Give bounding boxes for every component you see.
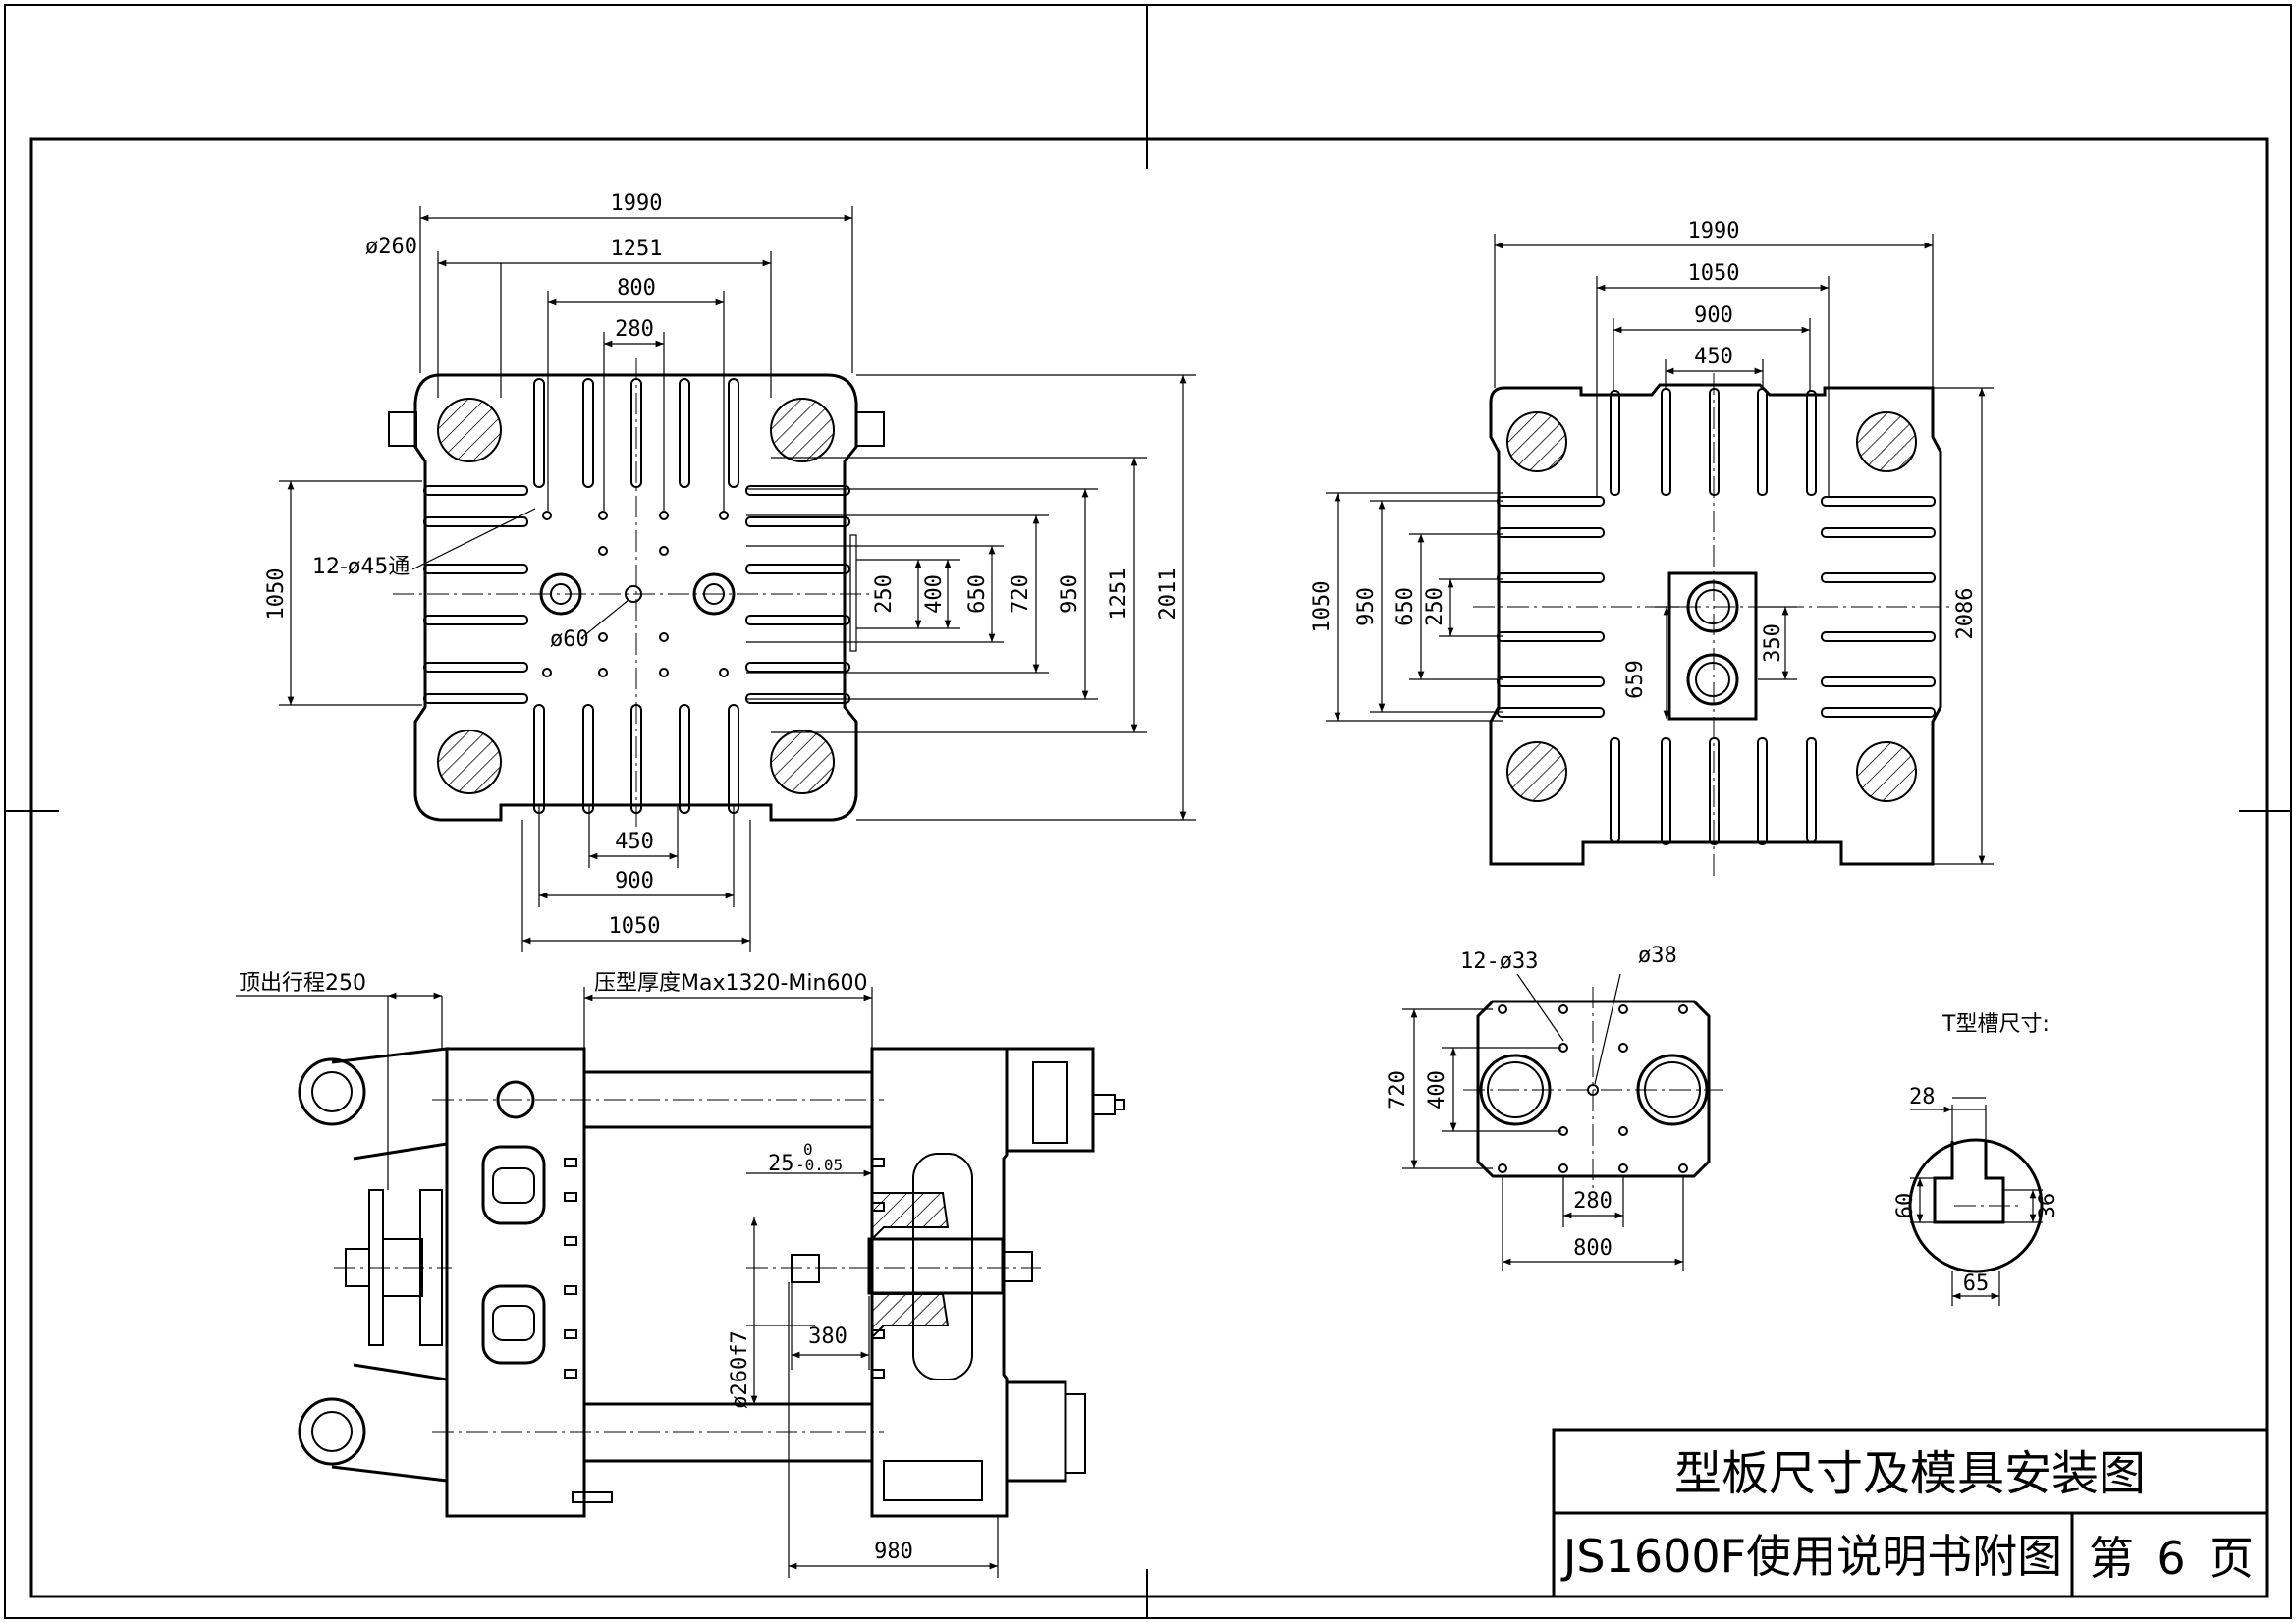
dim-fixed-v250: 250 (1423, 587, 1448, 626)
drawing-subtitle: JS1600F使用说明书附图 (1560, 1530, 2062, 1583)
moving-platen-outline (413, 373, 858, 822)
t-slot-detail: T型槽尺寸: 28 60 36 65 (1893, 1012, 2060, 1306)
title-block: 型板尺寸及模具安装图 JS1600F使用说明书附图 第 6 页 (1552, 1428, 2269, 1598)
dim-ejector-v400: 400 (1425, 1070, 1449, 1109)
dim-moving-800: 800 (617, 276, 656, 300)
moving-platen-view: 1990 ø260 1251 800 280 12-ø45通 ø60 1050 (264, 191, 1196, 952)
ejector-plate-outline (1476, 1000, 1711, 1178)
dim-moving-v650: 650 (965, 574, 990, 614)
side-fixed-platen (870, 1047, 1009, 1518)
dim-moving-v1251: 1251 (1107, 568, 1131, 621)
dim-fixed-v659: 659 (1623, 660, 1648, 699)
dim-moving-v2011: 2011 (1156, 568, 1180, 621)
dim-side-tol-upper: 0 (803, 1140, 813, 1159)
dim-moving-tiebar-dia: ø260 (365, 235, 417, 259)
dim-moving-v250: 250 (872, 574, 897, 614)
dim-ejector-h280: 280 (1573, 1189, 1613, 1214)
label-moving-center-hole: ø60 (550, 627, 589, 652)
page-number: 6 (2157, 1532, 2185, 1585)
dim-moving-v950: 950 (1058, 574, 1082, 614)
dim-fixed-v650: 650 (1394, 587, 1418, 626)
ejector-holes (542, 511, 729, 677)
dim-moving-h1050: 1050 (609, 914, 661, 939)
dim-moving-280: 280 (615, 317, 654, 342)
dim-tslot-28: 28 (1909, 1085, 1936, 1109)
dim-fixed-v950: 950 (1354, 587, 1379, 626)
dim-moving-v1050: 1050 (264, 568, 289, 621)
dim-side-380: 380 (808, 1325, 847, 1349)
dim-ejector-v720: 720 (1386, 1070, 1410, 1109)
label-mold-thickness: 压型厚度Max1320-Min600 (594, 971, 867, 996)
label-ejector-stroke: 顶出行程250 (239, 971, 366, 996)
dim-fixed-w450: 450 (1694, 345, 1733, 369)
dim-fixed-v1050: 1050 (1310, 581, 1335, 633)
side-view: 顶出行程250 压型厚度Max1320-Min600 25 0 -0.05 ø2… (236, 971, 1125, 1578)
label-ejector-holes: 12-ø33 (1460, 949, 1538, 974)
dim-fixed-v350: 350 (1761, 623, 1785, 663)
page-prefix: 第 (2089, 1532, 2134, 1585)
dim-moving-1251: 1251 (611, 237, 663, 261)
tie-bar-holes (437, 398, 835, 794)
dim-side-tol-lower: -0.05 (795, 1156, 843, 1174)
dim-moving-width-1990: 1990 (611, 191, 663, 216)
dim-tslot-36: 36 (2036, 1193, 2060, 1219)
fixed-platen-view: 1990 1050 900 450 1050 950 650 250 659 3… (1310, 219, 1994, 879)
fixed-tie-bar-holes (1506, 411, 1917, 802)
dim-fixed-w900: 900 (1694, 303, 1733, 328)
label-moving-holes: 12-ø45通 (312, 555, 410, 579)
side-moving-platen (445, 1047, 586, 1518)
t-slot-title: T型槽尺寸: (1941, 1012, 2050, 1037)
dim-ejector-h800: 800 (1573, 1236, 1613, 1261)
dim-tslot-60: 60 (1893, 1193, 1918, 1219)
dim-side-25: 25 (768, 1152, 794, 1176)
page-suffix: 页 (2209, 1532, 2254, 1585)
sheet-frame (4, 4, 2292, 1619)
dim-moving-v720: 720 (1009, 574, 1033, 614)
moving-platen-horizontal-slots (423, 485, 850, 704)
dim-moving-h450: 450 (615, 830, 654, 854)
label-ejector-center: ø38 (1638, 944, 1677, 968)
dim-side-980: 980 (874, 1540, 913, 1564)
ejector-plate-view: 12-ø33 ø38 720 400 280 800 (1386, 944, 1723, 1271)
dim-side-dia-260f7: ø260f7 (728, 1330, 752, 1408)
drawing-title: 型板尺寸及模具安装图 (1674, 1446, 2146, 1501)
dim-moving-h900: 900 (615, 869, 654, 893)
dim-tslot-65: 65 (1963, 1271, 1990, 1296)
dim-moving-v400: 400 (922, 574, 947, 614)
fixed-platen-vertical-slots (1610, 388, 1817, 845)
fixed-platen-horizontal-slots (1497, 496, 1936, 718)
dim-fixed-v2086: 2086 (1953, 588, 1978, 640)
dim-fixed-w1050: 1050 (1688, 261, 1740, 286)
dim-fixed-width-1990: 1990 (1688, 219, 1740, 243)
